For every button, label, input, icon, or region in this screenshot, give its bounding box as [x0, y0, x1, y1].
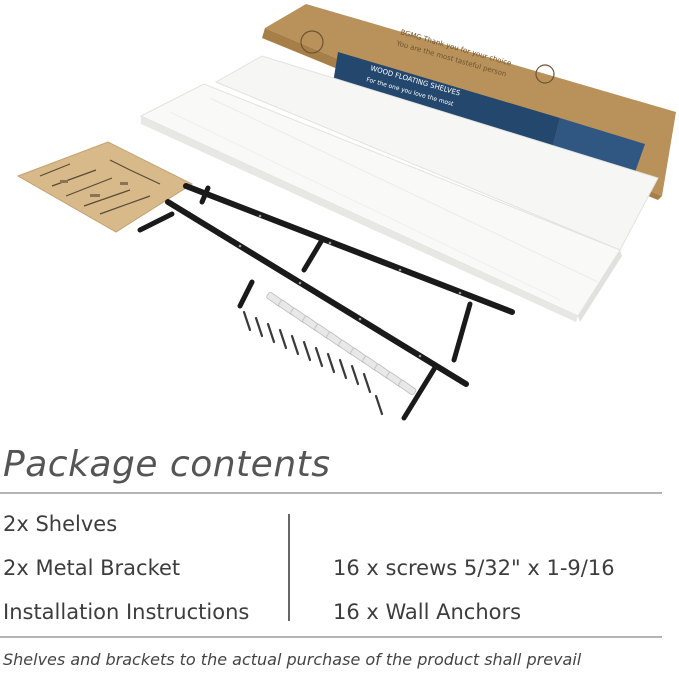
column-divider [288, 514, 290, 621]
divider-line [0, 636, 662, 638]
contents-item-screws: 16 x screws 5/32" x 1-9/16 [333, 556, 615, 580]
shelf-boards [139, 55, 659, 322]
contents-item-anchors: 16 x Wall Anchors [333, 600, 522, 624]
metal-brackets [137, 183, 515, 421]
contents-item-brackets: 2x Metal Bracket [3, 556, 181, 580]
product-photo: BGMG Thank you for your choice You are t… [16, 4, 676, 421]
screws [242, 310, 384, 416]
instruction-manual [16, 141, 194, 233]
divider-line [0, 492, 662, 494]
disclaimer-text: Shelves and brackets to the actual purch… [3, 650, 582, 669]
contents-item-instructions: Installation Instructions [3, 600, 250, 624]
wall-anchors [266, 291, 417, 396]
section-title: Package contents [3, 444, 331, 485]
contents-item-shelves: 2x Shelves [3, 512, 118, 536]
